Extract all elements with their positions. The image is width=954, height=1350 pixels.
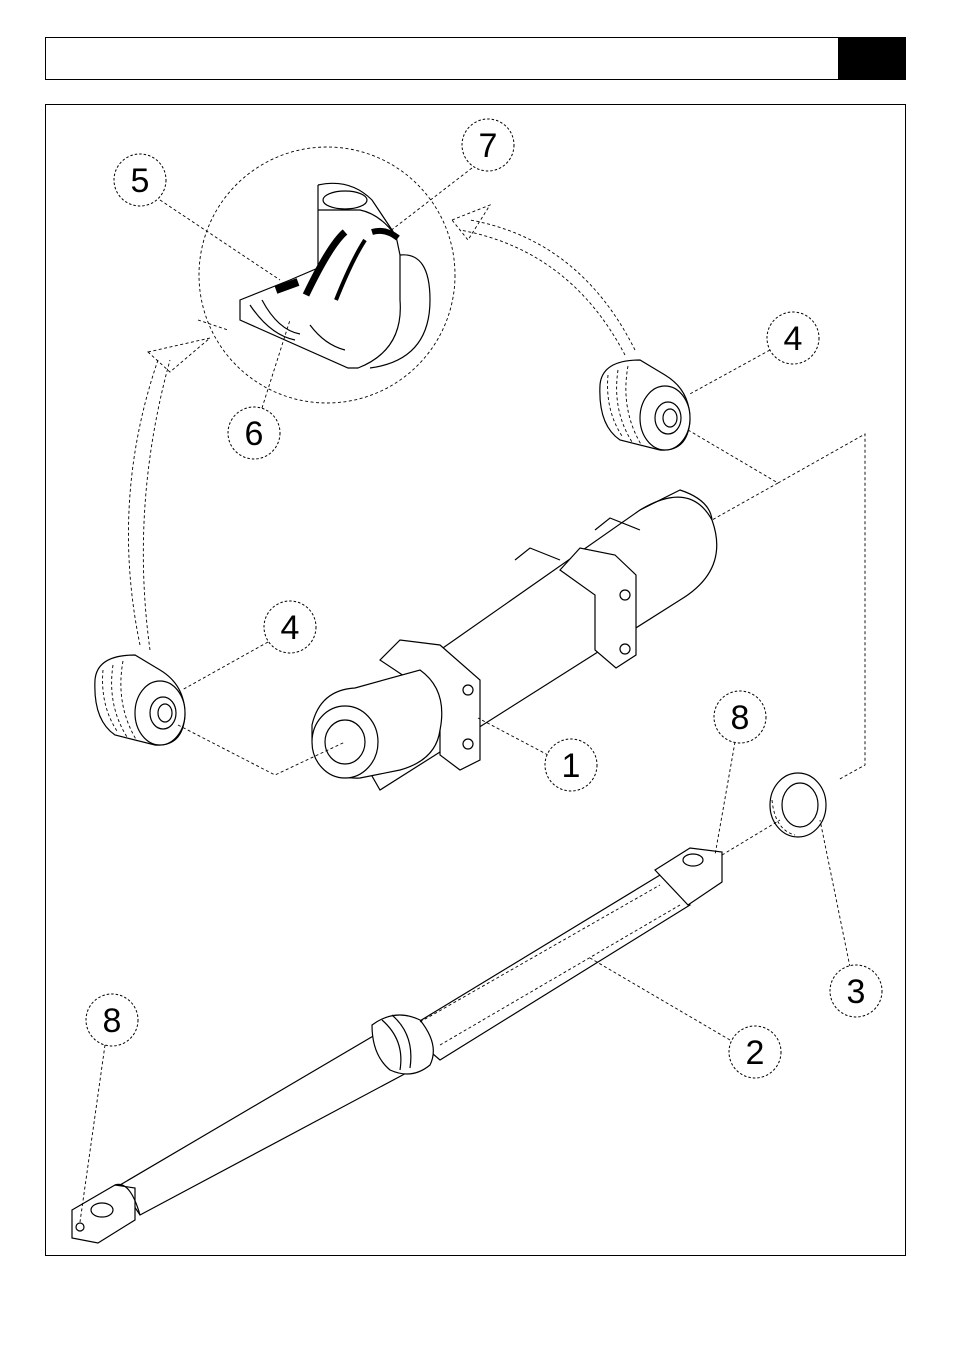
seal-ring — [770, 773, 826, 837]
callout-4-lower: 4 — [182, 601, 316, 690]
callout-6: 6 — [228, 320, 290, 459]
callout-7: 7 — [385, 119, 514, 235]
callout-4-upper: 4 — [688, 312, 819, 395]
cylinder-body — [312, 490, 717, 790]
callout-1: 1 — [478, 718, 597, 791]
piston-upper — [600, 360, 690, 450]
callout-5-label: 5 — [131, 162, 150, 200]
callout-8-upper-label: 8 — [731, 699, 750, 737]
callout-1-label: 1 — [562, 747, 581, 785]
callout-2-label: 2 — [746, 1034, 765, 1072]
callout-5: 5 — [114, 154, 280, 280]
callout-3: 3 — [820, 820, 882, 1017]
callout-7-label: 7 — [479, 127, 498, 165]
callout-8-upper: 8 — [714, 691, 766, 855]
callout-4-lower-label: 4 — [281, 609, 300, 647]
seal-detail-view — [199, 147, 455, 403]
piston-lower — [95, 655, 185, 745]
callout-6-label: 6 — [245, 415, 264, 453]
piston-rod — [72, 848, 722, 1243]
callout-8-lower-label: 8 — [103, 1002, 122, 1040]
callout-2: 2 — [590, 958, 781, 1078]
callout-4-upper-label: 4 — [784, 320, 803, 358]
callout-3-label: 3 — [847, 973, 866, 1011]
